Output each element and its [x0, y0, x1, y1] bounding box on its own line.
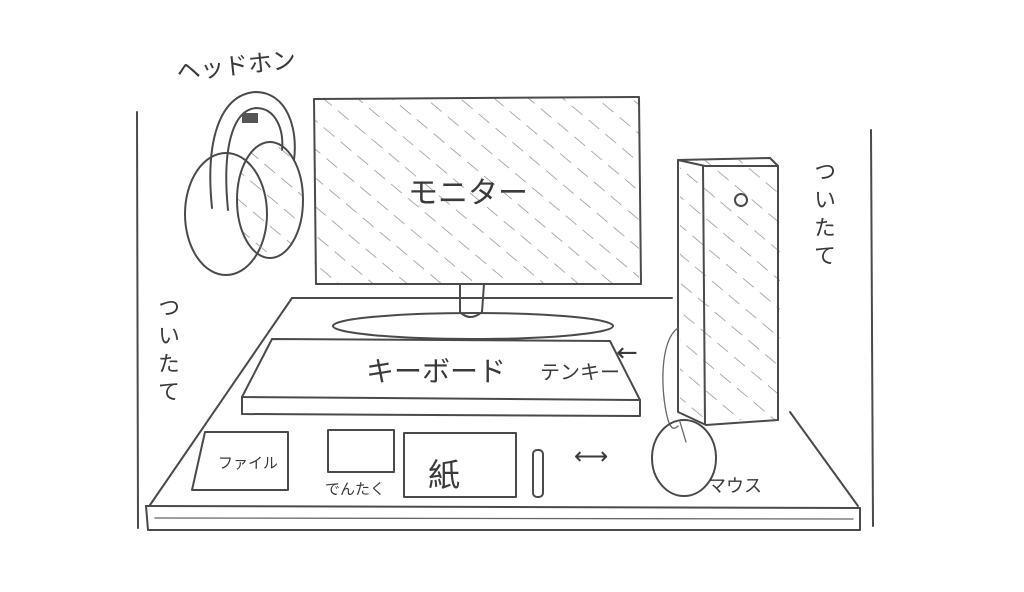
paper-drawing [403, 432, 517, 498]
keyboard-label: キーボード [366, 355, 507, 388]
partition-right-label: ついたて [810, 160, 835, 272]
partition-left-label: ついたて [154, 296, 179, 408]
desk-outline [145, 297, 861, 531]
calculator-drawing [327, 429, 395, 473]
file-drawing [191, 431, 289, 491]
tenkey-label: テンキー [540, 360, 620, 384]
monitor-label: モニター [408, 176, 528, 211]
mouse-drawing [651, 327, 717, 497]
headphones-drawing [184, 91, 304, 276]
monitor-drawing [313, 96, 642, 340]
keyboard-drawing [241, 338, 641, 417]
partition-right-line [870, 129, 874, 527]
mouse-label: マウス [708, 476, 762, 497]
calculator-label: でんたく [325, 480, 386, 498]
pc-tower-drawing [677, 157, 780, 426]
file-label: ファイル [218, 454, 279, 472]
pen-drawing [532, 449, 544, 498]
paper-label: 紙 [428, 456, 461, 494]
keyboard-arrow-icon: ← [616, 338, 638, 368]
partition-left-line [136, 111, 139, 529]
mouse-arrow-icon: ⟷ [574, 442, 609, 470]
